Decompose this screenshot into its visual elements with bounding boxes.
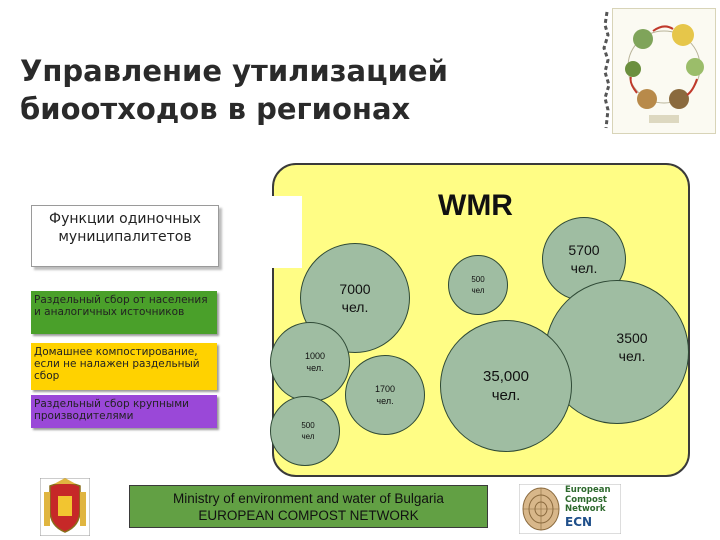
ecn-logo-line3: Network: [565, 504, 606, 514]
ecn-logo-line1: European: [565, 485, 611, 495]
ecn-logo-abbr: ECN: [565, 514, 593, 529]
population-circle-500-top: 500 чел: [448, 255, 508, 315]
population-circle-1700: 1700 чел.: [345, 355, 425, 435]
ecn-logo-line2: Compost: [565, 494, 607, 505]
hand-drawn-border-decoration: [602, 11, 611, 129]
ecn-logo: European Compost Network ECN: [519, 484, 621, 534]
wmr-label: WMR: [438, 189, 513, 222]
panel-overlap-area: [262, 196, 302, 268]
large-producers-collection-bar: Раздельный сбор крупными производителями: [31, 395, 217, 428]
population-circle-500-bottom: 500 чел: [270, 396, 340, 466]
separate-collection-households-bar: Раздельный сбор от населения и аналогичн…: [31, 291, 217, 334]
home-composting-bar: Домашнее компостирование, если не налаже…: [31, 343, 217, 390]
footer-ecn-text: EUROPEAN COMPOST NETWORK: [198, 508, 419, 523]
slide-title: Управление утилизацией биоотходов в реги…: [20, 54, 448, 126]
bulgaria-coat-of-arms-icon: [40, 478, 90, 536]
tree-rings-icon: [519, 484, 621, 534]
population-circle-3500: 3500 чел.: [545, 280, 689, 424]
population-circle-1000: 1000 чел.: [270, 322, 350, 402]
compost-cycle-illustration: [612, 8, 716, 134]
municipal-functions-box: Функции одиночных муниципалитетов: [31, 205, 219, 267]
footer-ministry-text: Ministry of environment and water of Bul…: [173, 491, 444, 506]
population-circle-35000: 35,000 чел.: [440, 320, 572, 452]
footer-credit-box: Ministry of environment and water of Bul…: [129, 485, 488, 528]
